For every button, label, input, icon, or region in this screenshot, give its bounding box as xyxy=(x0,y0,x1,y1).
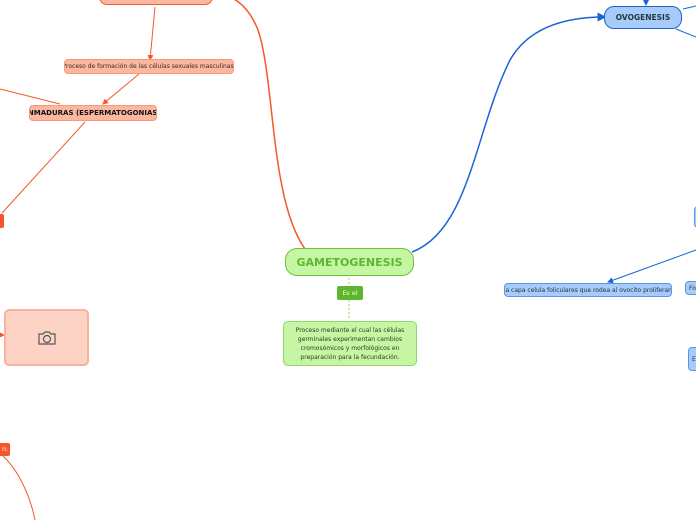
male-definition-node[interactable]: Proceso de formación de las células sexu… xyxy=(64,59,234,74)
partial-left-label[interactable]: n: xyxy=(0,443,10,456)
link-central-to-left xyxy=(234,0,306,250)
link-definition-to-immature xyxy=(102,73,140,105)
partial-node-e[interactable]: E c xyxy=(688,347,696,371)
follicular-node[interactable]: La capa celula foliculares que rodea al … xyxy=(504,283,672,297)
camera-icon xyxy=(37,330,56,345)
link-central-to-ovogenesis xyxy=(411,12,607,253)
es-el-link-label[interactable]: Es el xyxy=(337,286,363,300)
ovogenesis-node[interactable]: OVOGENESIS xyxy=(604,6,682,29)
central-node-gametogenesis[interactable]: GAMETOGENESIS xyxy=(285,248,414,276)
top-left-node[interactable] xyxy=(99,0,213,5)
immature-node[interactable]: INMADURAS (ESPERMATOGONIAS) xyxy=(29,105,157,121)
central-definition-node[interactable]: Proceso mediante el cual las células ger… xyxy=(283,321,417,366)
image-placeholder-node[interactable] xyxy=(4,309,89,366)
partial-node-fo[interactable]: Fo xyxy=(685,281,696,295)
left-edge-node[interactable] xyxy=(0,214,4,228)
link-top-to-definition xyxy=(147,6,156,61)
